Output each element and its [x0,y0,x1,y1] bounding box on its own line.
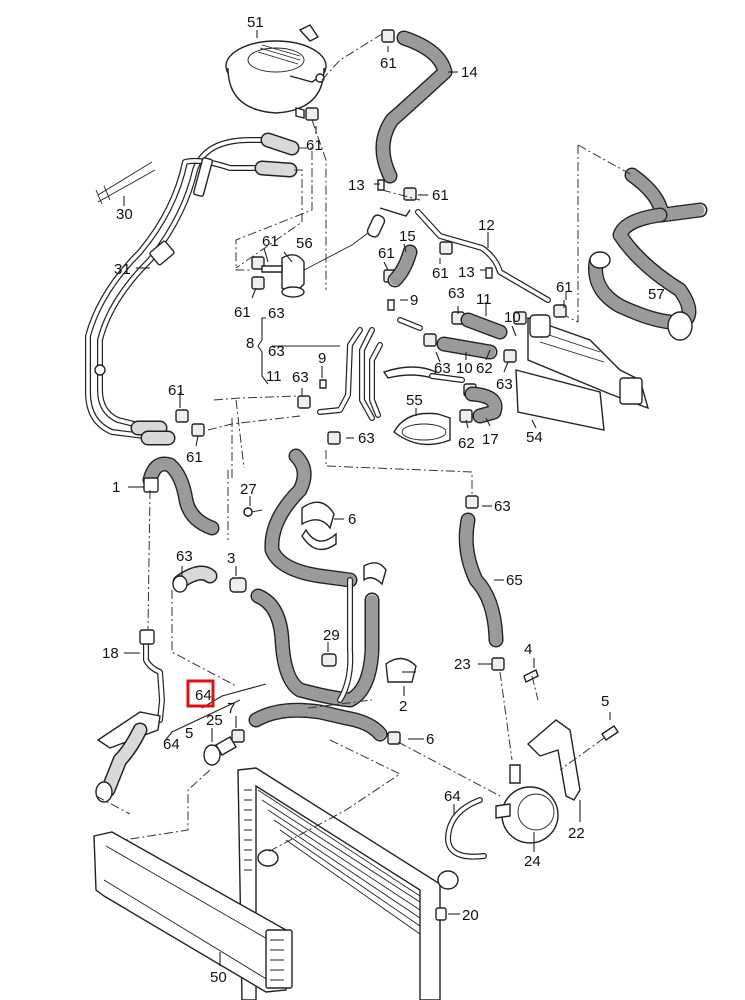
callout-1: 1 [112,479,120,496]
callout-64: 6 [426,731,434,748]
callout-labels: 51 61 14 61 13 61 30 12 15 61 56 61 61 1… [102,14,665,986]
callout-5: 64 [163,736,180,753]
leader-lines [123,30,611,966]
pipe-12 [379,207,551,303]
callout-55: 55 [406,392,423,409]
callout-8: 8 [246,335,254,352]
hose-main-centre [248,562,417,742]
pipe-bundle-8 [317,317,465,421]
callout-25: 5 [601,693,609,710]
callout-7: 25 [206,712,223,729]
callout-9: 9 [318,350,326,367]
callout-29: 18 [102,645,119,662]
callout-63: 63 [292,369,309,386]
hose-18 [458,512,504,648]
valve-56 [261,214,386,298]
pipe-29 [95,629,165,803]
egr-cooler-54 [515,314,650,431]
callout-61: 61 [262,233,279,250]
hose-14 [375,30,453,184]
callout-63: 63 [268,305,285,322]
callout-2: 64 [195,687,212,704]
callout-61: 61 [432,187,449,204]
callout-18: 65 [506,572,523,589]
callout-52: 50 [210,969,227,986]
callout-11: 11 [476,291,492,308]
callout-15: 15 [399,228,416,245]
callout-63: 63 [448,285,465,302]
callout-61: 61 [432,265,449,282]
hose-6-upper [243,448,358,588]
hose-11 [460,312,508,340]
callout-12: 12 [478,217,495,234]
expansion-tank [225,24,327,119]
callout-30: 30 [116,206,133,223]
callout-14: 14 [461,64,478,81]
callout-62: 62 [476,360,493,377]
callout-64: 7 [227,700,235,717]
callout-9: 9 [410,292,418,309]
callout-56: 56 [296,235,313,252]
hose-1 [142,456,220,536]
callout-13: 13 [458,264,475,281]
callout-63: 63 [358,430,375,447]
cable-ties-30 [95,161,156,205]
pipe-31 [85,132,300,446]
callout-22: 64 [444,788,461,805]
hose-57 [588,167,708,341]
callout-61: 61 [168,382,185,399]
callout-57: 57 [648,286,665,303]
assembly-lines [95,33,633,853]
connector-7 [203,736,237,766]
callout-17: 17 [482,431,499,448]
callout-61: 61 [380,55,397,72]
callout-10: 10 [456,360,473,377]
callout-61: 61 [186,449,203,466]
hose-clamps [175,29,567,745]
cooler-52 [93,831,293,993]
pump-55 [393,412,451,446]
callout-11: 11 [266,368,282,385]
callout-23: 4 [524,641,532,658]
callout-54: 54 [526,429,543,446]
callout-63: 10 [504,309,521,326]
callout-61: 61 [306,137,323,154]
hose-17 [464,386,503,424]
bolts [243,179,619,741]
callout-61: 61 [556,279,573,296]
callout-63: 63 [494,498,511,515]
pump-20 [495,719,581,844]
callout-5: 2 [399,698,407,715]
hose-22 [445,797,487,860]
callout-65: 3 [227,550,235,567]
callout-61: 61 [378,245,395,262]
callout-10: 63 [268,343,285,360]
callout-50: 20 [462,907,479,924]
callout-24: 22 [568,825,585,842]
callout-6: 6 [348,511,356,528]
callout-61: 61 [234,304,251,321]
radiator-50 [237,767,459,1000]
hose-15 [387,244,418,288]
callout-3: 63 [176,548,193,565]
callout-6: 5 [185,725,193,742]
connector-3 [172,565,218,593]
hose-10 [436,336,498,360]
callout-27: 27 [240,481,257,498]
callout-4: 29 [323,627,340,644]
callout-31: 31 [114,261,131,278]
highlight-box-part-2 [186,679,215,708]
callout-62: 62 [458,435,475,452]
callout-64: 23 [454,656,471,673]
callout-51: 51 [247,14,264,31]
callout-63: 63 [434,360,451,377]
callout-20: 24 [524,853,541,870]
callout-63: 63 [496,376,513,393]
callout-13: 13 [348,177,365,194]
